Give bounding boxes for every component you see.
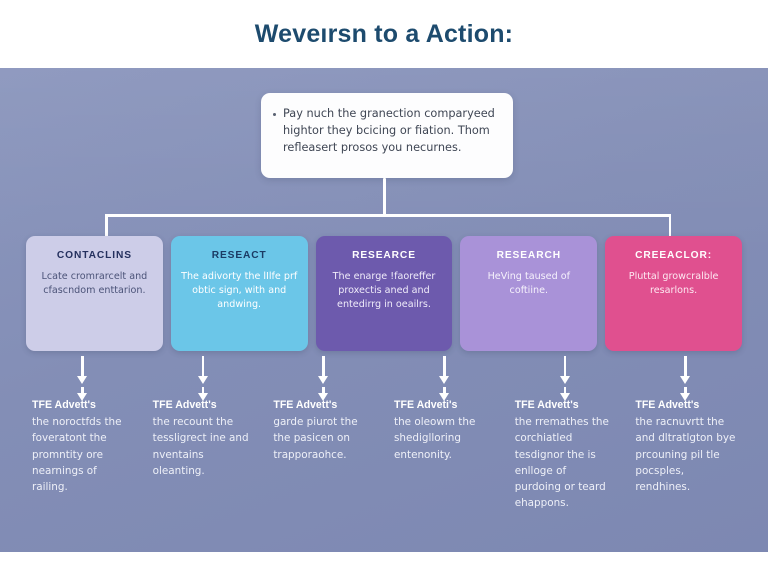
card-body: The enarge !faoreffer proxectis aned and… (332, 271, 436, 311)
bottom-column: TFE Advett's the racnuvrtt the and dltra… (629, 398, 742, 538)
down-arrow-icon (509, 356, 622, 404)
bottom-column: TFE Advett's the recount the tessligrect… (147, 398, 260, 538)
bottom-column-body: the oleowm the shediglloring entenonity. (394, 416, 476, 461)
bottom-text-columns: TFE Advett's the noroctfds the foveraton… (26, 398, 742, 538)
bottom-column-heading: TFE Advett's (32, 399, 96, 411)
content-panel: Pay nuch the granection comparyeed hight… (0, 68, 768, 552)
card-body: The adivorty the lIlfe prf obtic sign, w… (181, 271, 298, 311)
card-title: RESEACT (211, 250, 267, 261)
card-research[interactable]: RESEARCH HeVing taused of coftiine. (460, 236, 598, 351)
bottom-column-body: the rremathes the corchiatled tesdignor … (514, 416, 609, 509)
bottom-column: TFE Adveti's the oleowm the shedigllorin… (388, 398, 501, 538)
page-title: Weveırsn to a Action: (254, 19, 514, 48)
connector-trunk-line (383, 178, 386, 216)
connector-drop-left (105, 214, 108, 244)
card-researce[interactable]: RESEARCE The enarge !faoreffer proxectis… (315, 236, 453, 351)
bottom-column-body: the racnuvrtt the and dltratlgton bye pr… (635, 416, 736, 493)
card-title: RESEARCH (496, 250, 561, 261)
card-row: CONTACLINS Lcate cromrarcelt and cfascnd… (26, 236, 742, 351)
card-body: HeVing taused of coftiine. (487, 271, 570, 297)
card-body: Pluttal growcralble resarlons. (628, 271, 719, 297)
card-title: CREEACLOR: (635, 250, 713, 261)
bullet-dot-icon (273, 113, 276, 116)
bottom-column: TFE Advett's garde piurot the the pasice… (267, 398, 380, 538)
card-creeaclor[interactable]: CREEACLOR: Pluttal growcralble resarlons… (605, 236, 742, 351)
down-arrow-icon (267, 356, 380, 404)
card-body: Lcate cromrarcelt and cfascndom enttario… (41, 271, 148, 297)
bottom-column-body: garde piurot the the pasicen on trappora… (273, 416, 358, 461)
card-contaclins[interactable]: CONTACLINS Lcate cromrarcelt and cfascnd… (26, 236, 163, 351)
title-bar: Weveırsn to a Action: (0, 0, 768, 68)
bottom-column-heading: TFE Advett's (152, 399, 217, 411)
down-arrow-icon (26, 356, 139, 404)
card-title: CONTACLINS (56, 250, 132, 261)
card-title: RESEARCE (352, 250, 416, 261)
connector-horizontal-bus (105, 214, 671, 217)
callout-box: Pay nuch the granection comparyeed hight… (261, 93, 513, 178)
callout-row: Pay nuch the granection comparyeed hight… (273, 105, 499, 156)
callout-text: Pay nuch the granection comparyeed hight… (283, 107, 495, 155)
down-arrow-icon (147, 356, 260, 404)
bottom-column-heading: TFE Advett's (635, 399, 700, 411)
down-arrow-icon (629, 356, 742, 404)
down-arrow-icon (388, 356, 501, 404)
connector-drop-right (668, 214, 671, 244)
bottom-column: TFE Advett's the rremathes the corchiatl… (509, 398, 622, 538)
bottom-column-body: the recount the tessligrect ine and nven… (152, 416, 249, 477)
card-reseact[interactable]: RESEACT The adivorty the lIlfe prf obtic… (170, 236, 308, 351)
bottom-column: TFE Advett's the noroctfds the foveraton… (26, 398, 139, 538)
bottom-column-heading: TFE Advett's (514, 399, 579, 411)
arrow-row (26, 356, 742, 404)
bottom-column-body: the noroctfds the foveratont the promnti… (32, 416, 122, 493)
bottom-column-heading: TFE Advett's (273, 399, 338, 411)
bottom-column-heading: TFE Adveti's (394, 399, 458, 411)
